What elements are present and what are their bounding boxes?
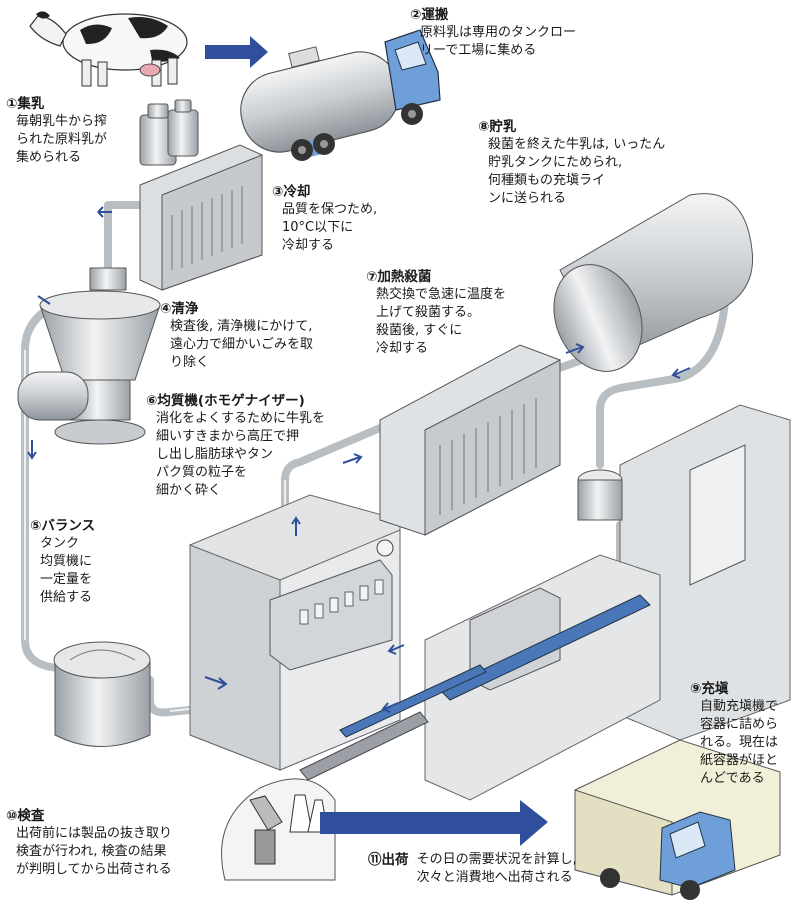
step-11-label: ⑪出荷 その日の需要状況を計算し, 次々と消費地へ出荷される <box>368 851 577 887</box>
step-1-line: 集められる <box>16 150 82 165</box>
step-3-line: 10°C以下に <box>282 220 354 235</box>
step-10-line: 出荷前には製品の抜き取り <box>16 826 173 841</box>
heat-exchanger <box>379 344 561 536</box>
milk-cans <box>139 99 199 166</box>
step-11-line: その日の需要状況を計算し, <box>416 852 577 867</box>
step-8-line: 殺菌を終えた牛乳は, いったん <box>488 137 666 152</box>
delivery-truck <box>574 739 781 900</box>
balance-tank <box>53 641 151 747</box>
step-3-label: ③冷却 品質を保つため, 10°C以下に 冷却する <box>272 183 377 255</box>
step-11-line: 次々と消費地へ出荷される <box>416 870 573 885</box>
step-6-line: 消化をよくするために牛乳を <box>156 411 326 426</box>
step-2-label: ②運搬 原料乳は専用のタンクロー リーで工場に集める <box>410 6 576 60</box>
step-2-line: リーで工場に集める <box>420 43 537 58</box>
step-6-title: ⑥均質機(ホモゲナイザー) <box>146 393 305 409</box>
step-9-line: 容器に詰めら <box>700 717 779 732</box>
dairy-cow-illustration <box>29 11 188 87</box>
step-5-label: ⑤バランス タンク 均質機に 一定量を 供給する <box>30 517 95 607</box>
step-2-title: ②運搬 <box>410 7 449 23</box>
step-4-label: ④清浄 検査後, 清浄機にかけて, 遠心力で細かいごみを取 り除く <box>160 300 313 372</box>
homogenizer-unit <box>189 494 401 771</box>
step-8-line: 何種類もの充塡ライ <box>488 173 606 188</box>
step-6-line: し出し脂肪球やタン <box>156 447 274 462</box>
step-3-title: ③冷却 <box>272 184 311 200</box>
step-9-line: 自動充塡機で <box>700 699 779 714</box>
step-10-line: 検査が行われ, 検査の結果 <box>16 844 167 859</box>
step-5-title: ⑤バランス <box>30 518 96 534</box>
step-10-title: ⑩検査 <box>6 808 45 824</box>
storage-tank <box>553 193 754 372</box>
step-7-label: ⑦加熱殺菌 熱交換で急速に温度を 上げて殺菌する。 殺菌後, すぐに 冷却する <box>366 268 506 358</box>
step-4-line: 検査後, 清浄機にかけて, <box>170 319 313 334</box>
step-7-line: 冷却する <box>376 341 429 356</box>
step-8-title: ⑧貯乳 <box>478 119 517 135</box>
plate-cooler <box>139 144 263 291</box>
step-6-line: 細いすきまから高圧で押 <box>156 429 300 444</box>
step-8-line: ンに送られる <box>488 191 567 206</box>
step-9-title: ⑨充塡 <box>690 681 729 697</box>
step-6-line: パク質の粒子を <box>156 465 248 480</box>
step-9-label: ⑨充塡 自動充塡機で 容器に詰めら れる。現在は 紙容器がほと んどである <box>690 680 778 788</box>
step-8-label: ⑧貯乳 殺菌を終えた牛乳は, いったん 貯乳タンクにためられ, 何種類もの充塡ラ… <box>478 118 665 208</box>
inspection-vignette <box>221 778 336 881</box>
step-6-line: 細かく砕く <box>156 483 222 498</box>
filling-line <box>299 404 791 801</box>
step-2-line: 原料乳は専用のタンクロー <box>420 25 577 40</box>
step-4-line: 遠心力で細かいごみを取 <box>170 337 314 352</box>
step-1-title: ①集乳 <box>6 96 45 112</box>
tank-lorry <box>240 29 441 161</box>
step-1-line: られた原料乳が <box>16 132 108 147</box>
step-5-line: タンク <box>40 536 80 551</box>
flow-arrows <box>27 36 691 846</box>
step-4-title: ④清浄 <box>160 301 199 317</box>
step-5-line: 供給する <box>40 590 93 605</box>
step-8-line: 貯乳タンクにためられ, <box>488 155 623 170</box>
step-5-line: 一定量を <box>40 572 93 587</box>
step-9-line: んどである <box>700 771 765 786</box>
step-7-line: 上げて殺菌する。 <box>376 305 481 320</box>
step-7-line: 殺菌後, すぐに <box>376 323 463 338</box>
step-7-title: ⑦加熱殺菌 <box>366 269 432 285</box>
step-9-line: れる。現在は <box>700 735 779 750</box>
step-3-line: 冷却する <box>282 238 335 253</box>
step-11-title: ⑪出荷 <box>368 852 409 868</box>
step-5-line: 均質機に <box>40 554 93 569</box>
step-1-label: ①集乳 毎朝乳牛から搾 られた原料乳が 集められる <box>6 95 107 167</box>
step-1-line: 毎朝乳牛から搾 <box>16 114 108 129</box>
step-7-line: 熱交換で急速に温度を <box>376 287 507 302</box>
centrifugal-clarifier <box>17 267 161 445</box>
step-10-label: ⑩検査 出荷前には製品の抜き取り 検査が行われ, 検査の結果 が判明してから出荷… <box>6 807 172 879</box>
step-4-line: り除く <box>170 355 210 370</box>
step-3-line: 品質を保つため, <box>282 202 378 217</box>
step-10-line: が判明してから出荷される <box>16 862 172 877</box>
step-9-line: 紙容器がほと <box>700 753 779 768</box>
step-6-label: ⑥均質機(ホモゲナイザー) 消化をよくするために牛乳を 細いすきまから高圧で押 … <box>146 392 325 500</box>
